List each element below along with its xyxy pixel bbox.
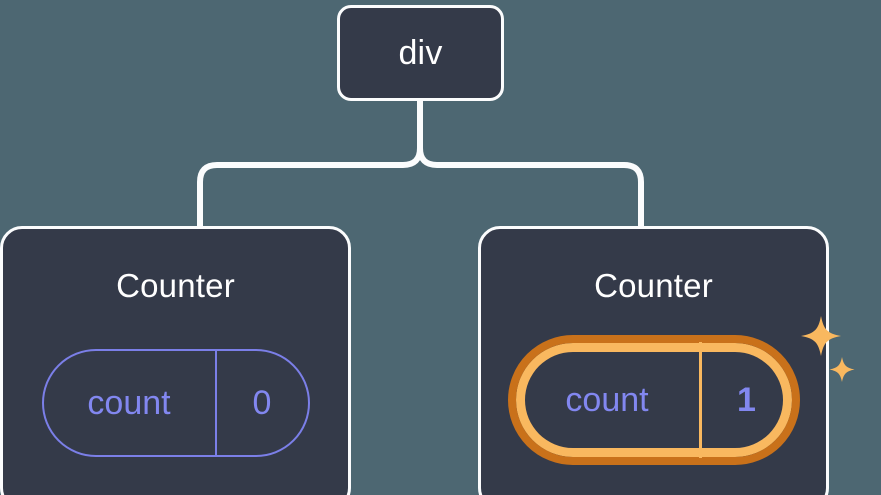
node-root-label: div: [398, 34, 443, 72]
counter-left-title: Counter: [116, 267, 235, 304]
node-counter-right[interactable]: Counter count 1: [478, 226, 829, 495]
counter-right-title: Counter: [594, 267, 713, 304]
node-root-div[interactable]: div: [337, 5, 504, 101]
state-pill-divider-right: [698, 342, 702, 458]
state-pill-right-highlighted[interactable]: count 1: [507, 335, 800, 465]
connector-path-left: [197, 98, 423, 231]
state-pill-left[interactable]: count 0: [41, 349, 310, 457]
node-counter-left[interactable]: Counter count 0: [0, 226, 351, 495]
state-pill-wrapper-left: count 0: [3, 349, 348, 457]
state-pill-wrapper-right: count 1: [481, 335, 826, 465]
state-key-left: count: [87, 384, 171, 422]
connector-path-right: [417, 98, 644, 231]
sparkle-small-icon: [829, 357, 855, 382]
state-pill-divider-left: [214, 351, 217, 455]
state-value-left: 0: [252, 384, 272, 422]
state-key-right: count: [565, 381, 649, 419]
state-value-right: 1: [737, 381, 756, 419]
